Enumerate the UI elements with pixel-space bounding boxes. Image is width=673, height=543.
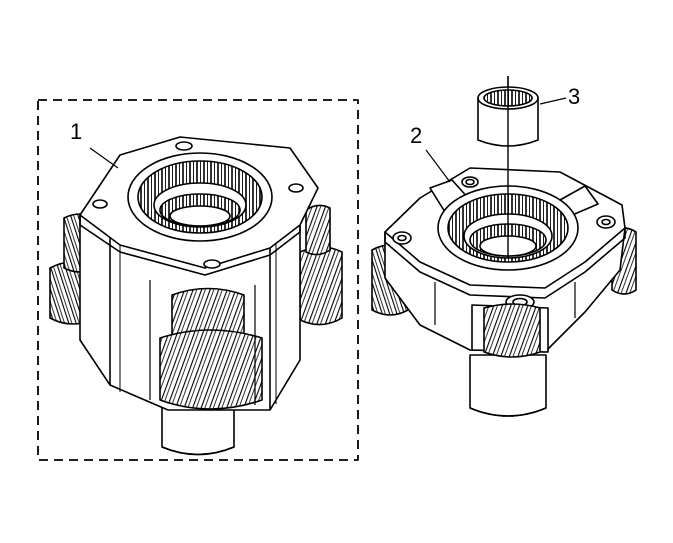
planetary-carrier-assembly-2 [371, 76, 637, 417]
planet-gear-front-lower [159, 329, 263, 410]
callout-3: 3 [568, 84, 581, 109]
leader-line-3 [539, 97, 567, 105]
callout-1: 1 [70, 119, 83, 144]
bolt-hole [92, 199, 108, 209]
leader-line-2 [425, 149, 451, 183]
leader-line-1 [89, 147, 119, 169]
planet-gear-right [299, 246, 343, 326]
planet-gear-right-upper [305, 204, 331, 256]
bolt-hole [288, 183, 304, 193]
callout-2: 2 [410, 123, 423, 148]
bushing-3 [477, 76, 539, 147]
dashed-frame [37, 99, 359, 461]
output-shaft-2 [469, 354, 547, 417]
planetary-carrier-assembly-1 [37, 99, 359, 461]
bolt-hole [175, 141, 193, 151]
planet-gear-front-2 [483, 303, 541, 358]
bolt-hole [203, 259, 221, 269]
